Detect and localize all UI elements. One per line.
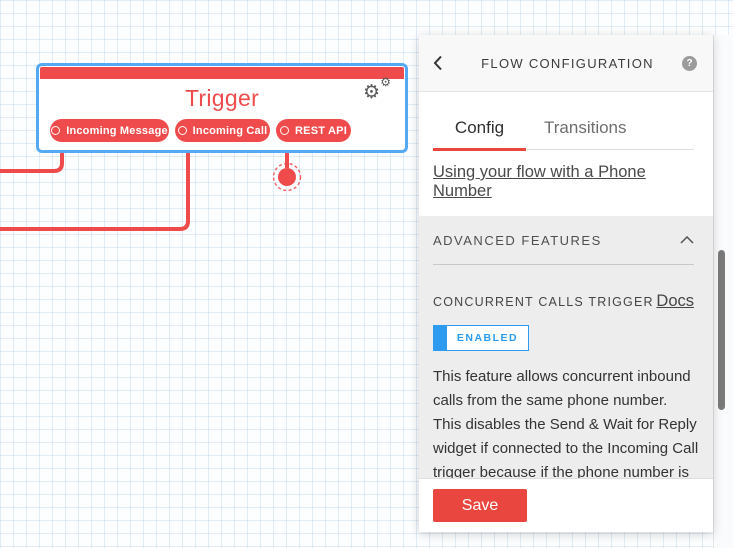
advanced-features-title: ADVANCED FEATURES [433,232,602,248]
toggle-label: ENABLED [456,332,519,344]
trigger-widget[interactable]: Trigger ⚙ ⚙ Incoming Message Incoming Ca… [36,63,408,153]
save-button[interactable]: Save [433,489,527,522]
tab-bar: Config Transitions [433,114,694,151]
connector-endpoint-dot[interactable] [278,168,296,186]
scrollbar-track[interactable] [713,35,733,548]
panel-header: FLOW CONFIGURATION ? [419,35,713,92]
concurrent-calls-row: CONCURRENT CALLS TRIGGER Docs [433,292,694,311]
help-icon[interactable]: ? [682,55,697,71]
connector-port-icon[interactable] [177,126,187,135]
tab-transitions[interactable]: Transitions [544,118,627,137]
trigger-pill-row: Incoming Message Incoming Call REST API [50,119,351,142]
connector-incoming-message[interactable] [0,153,64,173]
phone-number-help-link[interactable]: Using your flow with a Phone Number [433,163,646,200]
concurrent-calls-label: CONCURRENT CALLS TRIGGER [433,295,654,309]
settings-gears-icon[interactable]: ⚙ ⚙ [363,76,391,102]
back-button[interactable] [433,55,453,71]
advanced-features-section: ADVANCED FEATURES CONCURRENT CALLS TRIGG… [419,216,713,499]
pill-rest-api[interactable]: REST API [276,119,351,142]
gear-icon: ⚙ [363,81,381,103]
toggle-knob [434,326,447,350]
connector-endpoint-ring [272,162,302,192]
widget-top-bar [40,67,404,79]
advanced-features-header[interactable]: ADVANCED FEATURES [433,216,694,264]
chevron-left-icon [433,55,442,71]
scrollbar-thumb[interactable] [718,250,725,410]
gear-icon-small: ⚙ [380,75,391,89]
tab-config[interactable]: Config [433,114,526,151]
pill-label: REST API [295,124,347,137]
docs-link[interactable]: Docs [656,292,694,310]
enabled-toggle[interactable]: ENABLED [433,325,529,351]
feature-description: This feature allows concurrent inbound c… [433,368,699,499]
connector-port-icon[interactable] [51,126,61,135]
pill-incoming-message[interactable]: Incoming Message [50,119,169,142]
widget-title: Trigger [184,85,260,111]
flow-configuration-panel: FLOW CONFIGURATION ? Config Transitions … [419,35,713,532]
connector-incoming-call[interactable] [0,153,190,231]
panel-title: FLOW CONFIGURATION [481,55,654,71]
panel-footer: Save [419,478,713,532]
connector-port-icon[interactable] [280,126,290,135]
section-divider [433,264,694,265]
pill-incoming-call[interactable]: Incoming Call [175,119,270,142]
chevron-up-icon[interactable] [680,236,694,244]
pill-label: Incoming Message [66,124,168,137]
pill-label: Incoming Call [192,124,268,137]
